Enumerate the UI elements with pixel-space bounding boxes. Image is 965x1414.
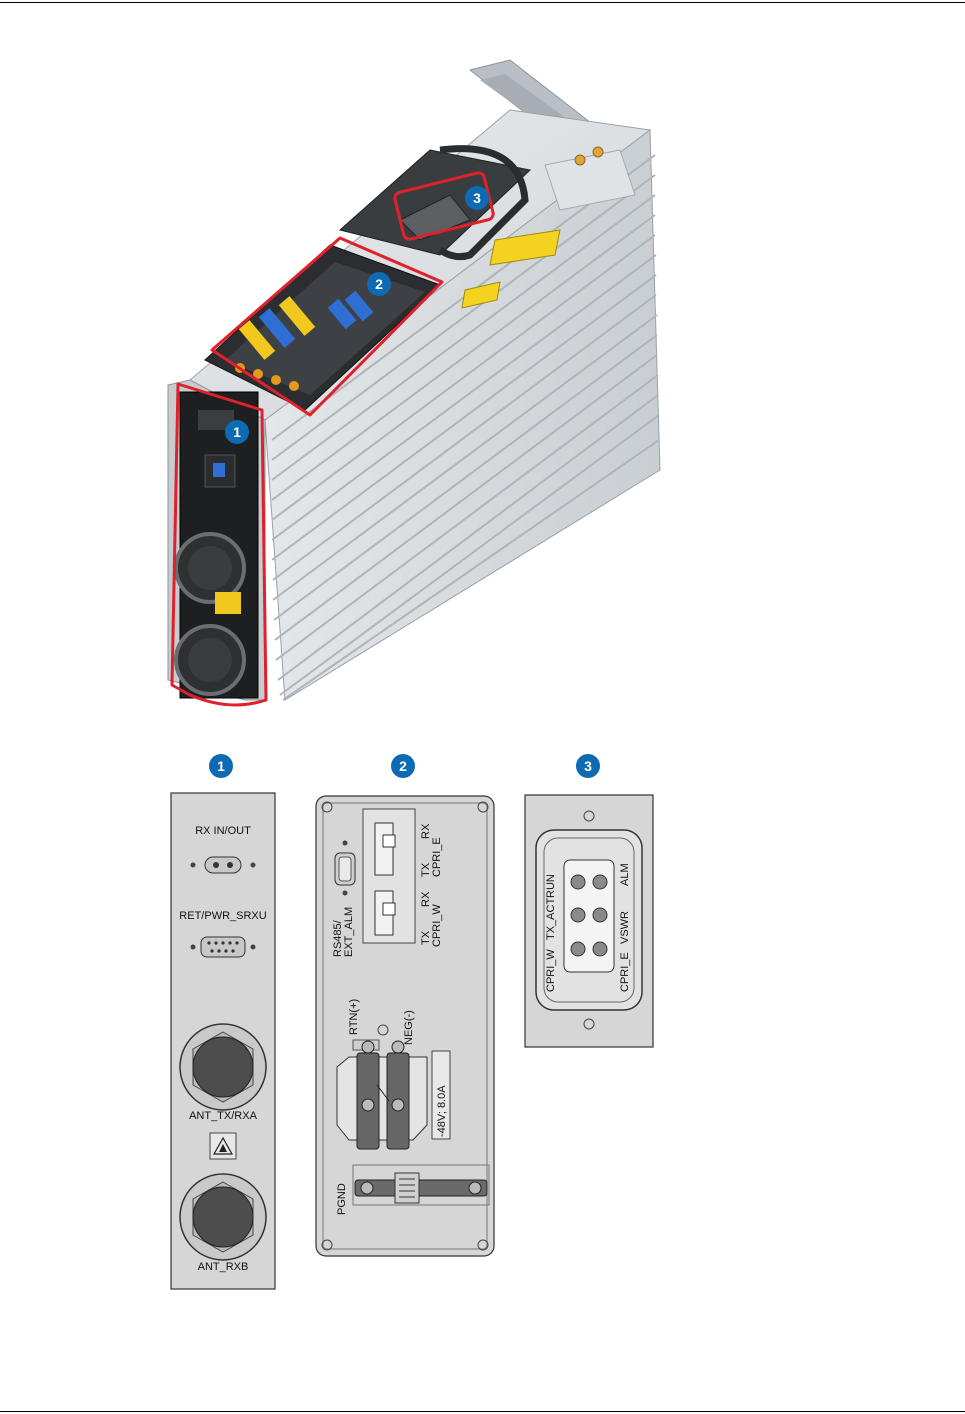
label-alm: ALM — [619, 863, 631, 886]
label-cpri-e: CPRI_E — [619, 952, 631, 992]
svg-text:1: 1 — [233, 424, 241, 440]
label-tx-act: TX_ACT — [545, 898, 557, 940]
bottom-rule — [0, 1411, 965, 1412]
panel-2-wiring-cavity: TX RX CPRI_E TX RX CPRI_W RS485/ EXT_ALM… — [315, 795, 495, 1257]
panel-1-antenna-side: RX IN/OUT RET/PWR_SRXU ANT_TX/RXA ANT_RX… — [170, 792, 276, 1290]
front-connector-panel — [168, 380, 266, 705]
callout-badge-3: 3 — [465, 186, 489, 210]
label-neg: NEG(-) — [403, 1010, 415, 1045]
svg-text:-48V; 8.0A: -48V; 8.0A — [436, 1085, 448, 1137]
label-pgnd: PGND — [336, 1183, 348, 1215]
rf-hazard-icon — [210, 1133, 236, 1159]
label-ant-rxb: ANT_RXB — [198, 1261, 249, 1273]
label-cpri-e: CPRI_E — [431, 837, 443, 877]
label-ext-alm: EXT_ALM — [343, 907, 355, 957]
svg-text:1: 1 — [217, 758, 225, 774]
cpri-w-led — [571, 942, 585, 956]
label-cpri-w: CPRI_W — [545, 949, 557, 992]
label-rx-in-out: RX IN/OUT — [195, 825, 251, 837]
panel-badge-3: 3 — [576, 754, 600, 778]
vswr-led — [593, 908, 607, 922]
callout-badge-2: 2 — [367, 272, 391, 296]
label-rx-e: RX — [420, 823, 432, 839]
cpri-cage — [363, 809, 415, 943]
panel-badge-2: 2 — [391, 754, 415, 778]
label-rtn: RTN(+) — [348, 999, 360, 1035]
device-isometric-illustration: 1 2 3 — [150, 50, 680, 720]
label-vswr: VSWR — [619, 911, 631, 944]
label-ret-pwr-srxu: RET/PWR_SRXU — [179, 910, 266, 922]
power-rating-label: -48V; 8.0A — [432, 1051, 450, 1139]
svg-text:2: 2 — [399, 758, 407, 774]
ant-rxb-connector — [180, 1174, 266, 1260]
panel-3-indicators: RUN ALM TX_ACT VSWR CPRI_W CPRI_E — [524, 794, 654, 1048]
svg-text:3: 3 — [584, 758, 592, 774]
ant-tx-rxa-connector — [180, 1024, 266, 1110]
label-run: RUN — [545, 874, 557, 898]
run-led — [571, 875, 585, 889]
svg-text:3: 3 — [473, 190, 481, 206]
svg-text:2: 2 — [375, 276, 383, 292]
label-cpri-w: CPRI_W — [431, 904, 443, 947]
label-ant-tx-rxa: ANT_TX/RXA — [189, 1110, 258, 1122]
top-rule — [0, 2, 965, 3]
cpri-e-led — [593, 942, 607, 956]
tx-act-led — [571, 908, 585, 922]
alm-led — [593, 875, 607, 889]
panel-badges: 1 2 3 — [0, 752, 965, 782]
callout-badge-1: 1 — [225, 420, 249, 444]
panel-badge-1: 1 — [209, 754, 233, 778]
